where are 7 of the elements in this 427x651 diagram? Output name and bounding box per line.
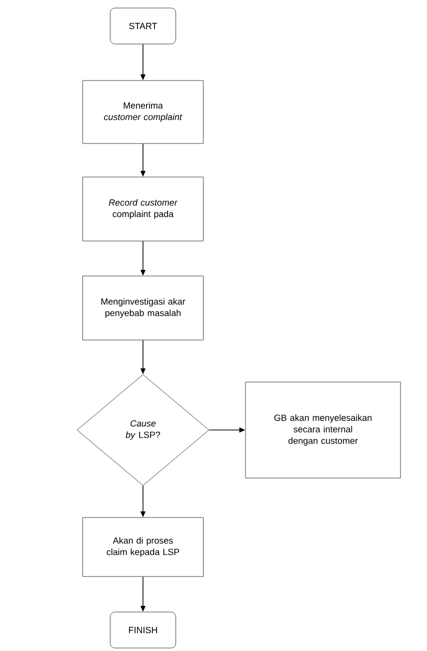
terminal-box: START xyxy=(110,8,176,44)
terminal-box: FINISH xyxy=(110,612,176,648)
process-box: GB akan menyelesaikan secara internal dengan customer xyxy=(245,382,401,478)
process-box: Menerima customer complaint xyxy=(82,80,204,144)
process-box: Akan di proses claim kepada LSP xyxy=(82,517,204,577)
process-box: Menginvestigasi akar penyebab masalah xyxy=(82,276,204,340)
process-box: Record customer complaint pada xyxy=(82,176,204,242)
